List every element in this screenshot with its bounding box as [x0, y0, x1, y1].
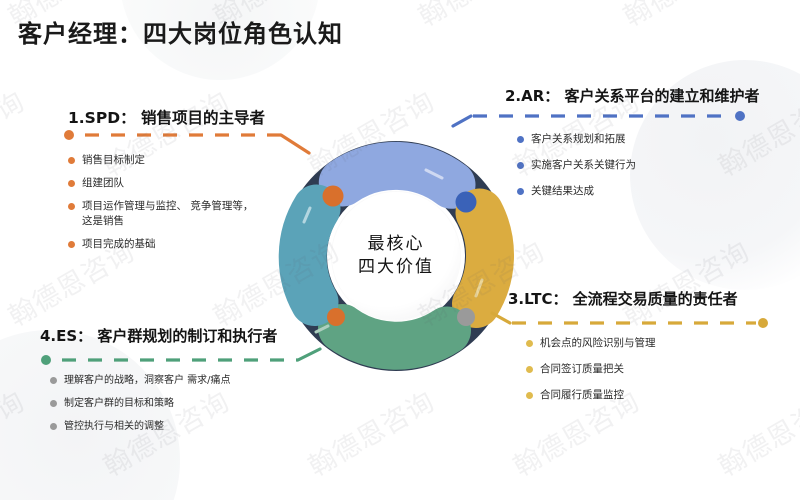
bullet-dot — [50, 423, 57, 430]
bullet-text: 理解客户的战略，洞察客户 需求/痛点 — [64, 375, 231, 386]
bullet-dot — [517, 136, 524, 143]
section-spd: 1.SPD： 销售项目的主导者 销售目标制定 组建团队 项目运作管理与监控、 竞… — [64, 106, 333, 260]
section-ar-rule — [451, 108, 795, 128]
watermark-text: 翰德恩咨询 — [615, 0, 756, 34]
donut-arc-bottom-green — [318, 304, 471, 370]
section-spd-heading: 1.SPD： 销售项目的主导者 — [68, 109, 265, 127]
bullet-dot — [50, 400, 57, 407]
section-ar: 2.AR： 客户关系平台的建立和维护者 客户关系规划和拓展 实施客户关系关键行为… — [451, 85, 795, 209]
donut-accent-dot-gray — [457, 308, 475, 326]
donut-svg — [278, 141, 514, 371]
donut-highlight-bottom — [314, 324, 330, 334]
bullet-text: 组建团队 — [82, 176, 124, 189]
list-item: 项目运作管理与监控、 竞争管理等， 这是销售 — [68, 199, 333, 231]
ltc-dashed-connector — [490, 311, 768, 328]
section-es-rule — [40, 347, 335, 365]
bullet-text: 实施客户关系关键行为 — [531, 158, 636, 171]
bullet-dot — [68, 202, 75, 210]
section-ar-heading: 2.AR： 客户关系平台的建立和维护者 — [505, 87, 760, 105]
bullet-text: 管控执行与相关的调整 — [64, 421, 164, 432]
section-es-bullets: 理解客户的战略，洞察客户 需求/痛点 制定客户群的目标和策略 管控执行与相关的调… — [40, 373, 335, 434]
bullet-text: 销售目标制定 — [82, 154, 145, 166]
list-item: 关键结果达成 — [517, 184, 795, 200]
donut-accent-dot-orange-bottom — [327, 308, 345, 326]
bullet-dot — [517, 187, 524, 195]
bullet-text: 项目运作管理与监控、 竞争管理等， 这是销售 — [82, 199, 254, 228]
center-line-2: 四大价值 — [358, 257, 434, 277]
donut-accent-dot-blue — [455, 191, 477, 213]
bullet-text: 客户关系规划和拓展 — [531, 133, 626, 145]
bullet-dot — [68, 179, 75, 187]
bullet-dot — [68, 157, 75, 164]
bullet-text: 合同签订质量把关 — [540, 362, 624, 375]
bullet-dot — [526, 365, 533, 373]
list-item: 组建团队 — [68, 176, 333, 192]
section-es-heading: 4.ES： 客户群规划的制订和执行者 — [40, 327, 278, 345]
section-ltc-bullets: 机会点的风险识别与管理 合同签订质量把关 合同履行质量监控 — [508, 336, 796, 403]
section-spd-rule — [64, 130, 333, 155]
list-item: 理解客户的战略，洞察客户 需求/痛点 — [50, 373, 335, 388]
bullet-dot — [50, 377, 57, 384]
donut-highlight-right — [474, 278, 484, 298]
list-item: 实施客户关系关键行为 — [517, 158, 795, 174]
section-ltc-heading: 3.LTC： 全流程交易质量的责任者 — [508, 290, 738, 308]
donut-accent-dot-orange-top — [322, 185, 344, 207]
list-item: 客户关系规划和拓展 — [517, 132, 795, 148]
section-ltc-rule — [490, 311, 796, 328]
center-line-1: 最核心 — [367, 234, 425, 255]
bullet-text: 机会点的风险识别与管理 — [540, 337, 656, 349]
bullet-text: 合同履行质量监控 — [540, 388, 624, 401]
watermark-text: 翰德恩咨询 — [0, 86, 31, 183]
bullet-dot — [526, 391, 533, 399]
list-item: 项目完成的基础 — [68, 237, 333, 253]
list-item: 制定客户群的目标和策略 — [50, 396, 335, 411]
watermark-text: 翰德恩咨询 — [0, 386, 31, 483]
donut-highlight-left — [302, 206, 312, 224]
bullet-text: 关键结果达成 — [531, 184, 594, 197]
donut-diagram: 最核心 四大价值 — [276, 136, 516, 376]
watermark-text: 翰德恩咨询 — [410, 0, 551, 34]
list-item: 合同签订质量把关 — [526, 362, 796, 378]
donut-arc-left-teal — [278, 184, 341, 326]
list-item: 合同履行质量监控 — [526, 388, 796, 404]
section-ltc: 3.LTC： 全流程交易质量的责任者 机会点的风险识别与管理 合同签订质量把关 … — [490, 288, 796, 413]
list-item: 机会点的风险识别与管理 — [526, 336, 796, 352]
donut-center-label: 最核心 四大价值 — [332, 192, 460, 320]
section-es: 4.ES： 客户群规划的制订和执行者 理解客户的战略，洞察客户 需求/痛点 制定… — [40, 325, 335, 442]
ar-dashed-connector — [451, 111, 745, 128]
bullet-text: 项目完成的基础 — [82, 238, 156, 250]
donut-highlight-top — [424, 168, 444, 180]
section-ar-bullets: 客户关系规划和拓展 实施客户关系关键行为 关键结果达成 — [505, 132, 795, 199]
bullet-dot — [526, 340, 533, 347]
donut-arc-right-gold — [452, 188, 514, 328]
section-spd-bullets: 销售目标制定 组建团队 项目运作管理与监控、 竞争管理等， 这是销售 项目完成的… — [68, 153, 333, 253]
list-item: 管控执行与相关的调整 — [50, 419, 335, 434]
bullet-dot — [68, 241, 75, 248]
spd-dashed-connector — [64, 130, 311, 155]
page-title: 客户经理：四大岗位角色认知 — [18, 20, 343, 48]
bullet-text: 制定客户群的目标和策略 — [64, 398, 174, 409]
es-dashed-connector — [41, 347, 322, 365]
list-item: 销售目标制定 — [68, 153, 333, 169]
bullet-dot — [517, 161, 524, 169]
